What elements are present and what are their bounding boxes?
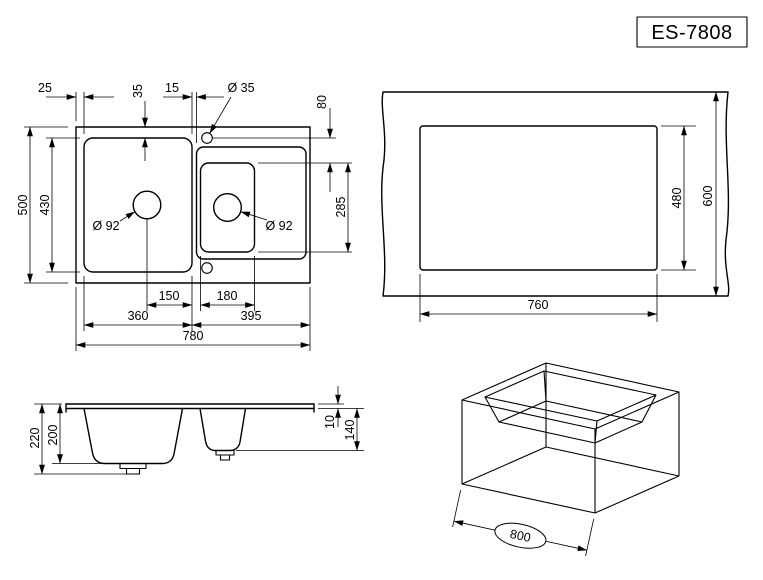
dim-800: 800 (509, 527, 532, 545)
cutout-dimension-lines (419, 91, 719, 317)
sink-outline (75, 126, 311, 284)
countertop-outline (381, 91, 730, 297)
dim-140: 140 (343, 420, 357, 441)
dim-600: 600 (701, 186, 715, 207)
dim-780: 780 (183, 329, 204, 343)
dim-dia92-left: Ø 92 (92, 219, 119, 233)
title-block: ES-7808 (636, 16, 748, 48)
cabinet-view: 800 (452, 362, 680, 557)
dim-285: 285 (334, 197, 348, 218)
left-drain-body (125, 467, 141, 475)
dim-360: 360 (128, 309, 149, 323)
left-bowl-section (83, 407, 184, 465)
section-dimension-lines (39, 386, 360, 475)
dim-10: 10 (323, 415, 337, 429)
dim-180: 180 (217, 289, 238, 303)
dim-15: 15 (165, 81, 179, 95)
dim-800-bubble (494, 522, 547, 549)
dim-760: 760 (528, 298, 549, 312)
dim-80: 80 (315, 95, 329, 109)
right-wing (195, 146, 307, 260)
cutout-extension-lines (419, 125, 696, 322)
dim-dia35: Ø 35 (227, 81, 254, 95)
cutout-rect (419, 125, 658, 271)
dim-dia92-right: Ø 92 (265, 219, 292, 233)
right-drain-hole (212, 192, 242, 222)
dim-220: 220 (28, 428, 42, 449)
basin-cutout (484, 370, 657, 444)
right-bowl (199, 162, 256, 253)
dim-150: 150 (159, 289, 180, 303)
dim-35: 35 (131, 84, 145, 98)
dim-25: 25 (38, 81, 52, 95)
dim-500: 500 (16, 195, 30, 216)
dim-200: 200 (46, 425, 60, 446)
section-view: 220 200 10 140 (28, 386, 364, 475)
model-number: ES-7808 (651, 22, 732, 44)
sink-profile (65, 403, 315, 475)
plan-view: 25 35 15 Ø 35 80 285 500 430 Ø 92 Ø 92 1… (16, 81, 352, 351)
left-bowl (83, 137, 193, 273)
cabinet-wireframe (461, 362, 680, 514)
title-box (636, 16, 748, 48)
left-drain-flange (119, 462, 147, 470)
cutout-view: 480 600 760 (381, 91, 730, 322)
right-bowl-section (199, 407, 247, 452)
dim-395: 395 (241, 309, 262, 323)
tap-hole (201, 132, 213, 144)
right-drain-body (219, 454, 231, 461)
dim-430: 430 (38, 195, 52, 216)
plan-dimension-lines (27, 94, 351, 348)
section-extension-lines (34, 403, 364, 475)
dim-480: 480 (670, 188, 684, 209)
plan-extension-lines (24, 92, 352, 351)
cabinet-dimension: 800 (452, 489, 595, 557)
left-drain-hole (132, 190, 162, 220)
overflow-hole (201, 262, 213, 274)
